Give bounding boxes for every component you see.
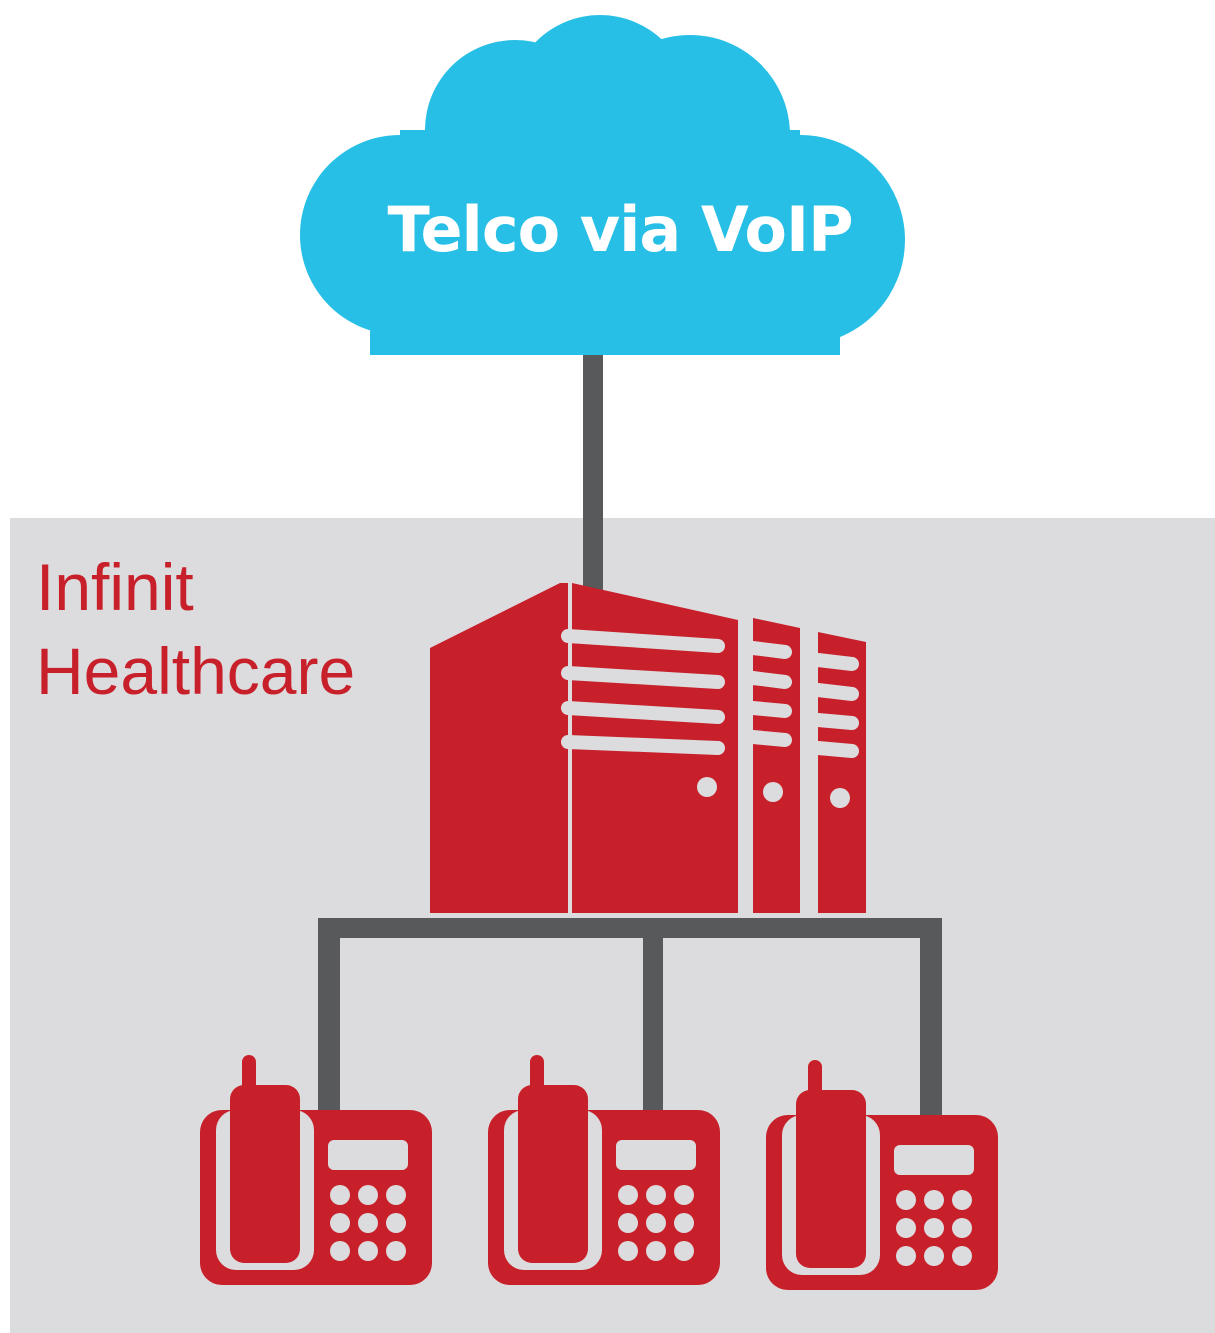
branch-connectors [318, 918, 942, 1118]
uplink-connector [583, 345, 603, 595]
cloud-label: Telco via VoIP [387, 193, 853, 266]
organization-name-line1: Infinit [36, 550, 194, 624]
organization-name-line2: Healthcare [36, 634, 356, 708]
server-rack-icon [430, 583, 866, 913]
cloud-icon [300, 15, 905, 355]
organization-name: Infinit Healthcare [36, 545, 416, 713]
